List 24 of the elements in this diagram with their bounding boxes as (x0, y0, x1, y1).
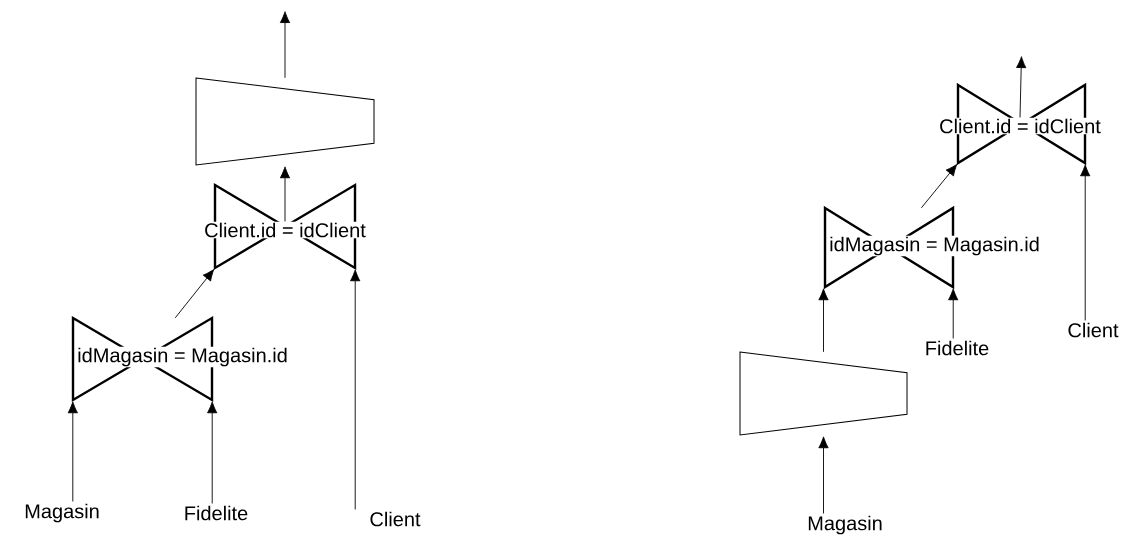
arrow (174, 269, 215, 319)
arrow (1080, 164, 1091, 321)
arrow (920, 164, 958, 209)
table-label: Fidelite (926, 340, 989, 356)
table-label: Fidelite (185, 505, 248, 521)
table-label: Client (370, 511, 421, 527)
table-label: Magasin (808, 515, 882, 535)
arrow (207, 401, 218, 504)
table-label: Magasin (25, 503, 99, 523)
arrow (818, 436, 829, 514)
selection-trapezoid (195, 77, 375, 166)
arrow (67, 401, 78, 502)
join-bowtie: Client.id = idClient (203, 182, 367, 271)
selection-trapezoid (739, 351, 908, 436)
arrow (350, 269, 361, 510)
arrow (818, 288, 829, 353)
table-label: Client (1068, 322, 1119, 338)
arrow (279, 166, 291, 222)
arrow (948, 288, 959, 339)
arrow (1016, 56, 1027, 118)
join-bowtie: idMagasin = Magasin.id (71, 315, 289, 403)
arrow (279, 11, 291, 79)
join-bowtie: Client.id = idClient (938, 82, 1102, 166)
join-bowtie: idMagasin = Magasin.id (823, 205, 1041, 290)
